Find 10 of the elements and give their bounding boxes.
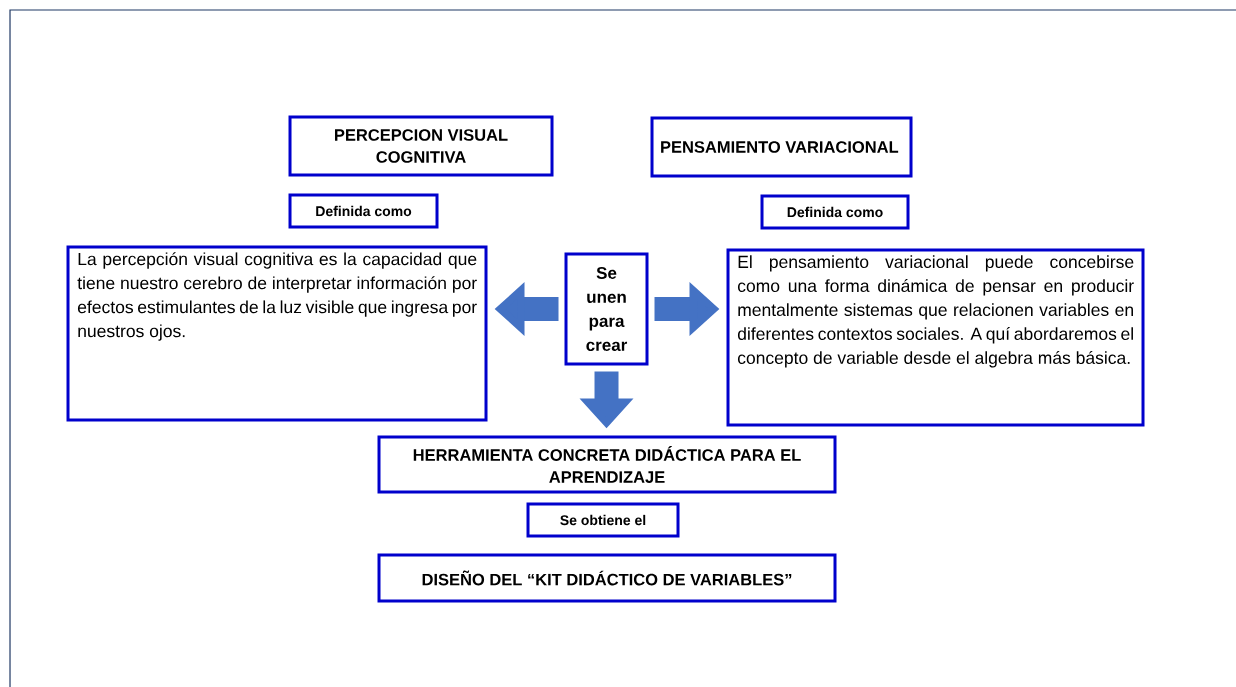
heading-box: PENSAMIENTO VARIACIONAL: [650, 116, 913, 178]
connector-box: Se unen para crear: [564, 252, 649, 366]
label-box: Definida como: [288, 193, 439, 229]
label-box: Definida como: [760, 194, 910, 230]
heading-box: DISEÑO DEL “KIT DIDÁCTICO DE VARIABLES”: [377, 553, 837, 603]
heading-box: HERRAMIENTA CONCRETA DIDÁCTICA PARA EL APRENDIZAJE: [377, 435, 837, 494]
text-box: La percepción visual cognitiva es la capacidad que tiene nuestro cerebro de interpretar información por efectos estimulantes de la luz visible que ingresa por nuestros ojos.: [66, 245, 488, 422]
heading-box: PERCEPCION VISUAL COGNITIVA: [288, 115, 554, 177]
label-box: Se obtiene el: [526, 502, 680, 538]
text-box: El pensamiento variacional puede concebirse como una forma dinámica de pensar en producir mentalmente sistemas que relacionen variables en diferentes contextos sociales. A quí abordaremos el concepto de variable desde el algebra más básica.: [726, 248, 1145, 427]
